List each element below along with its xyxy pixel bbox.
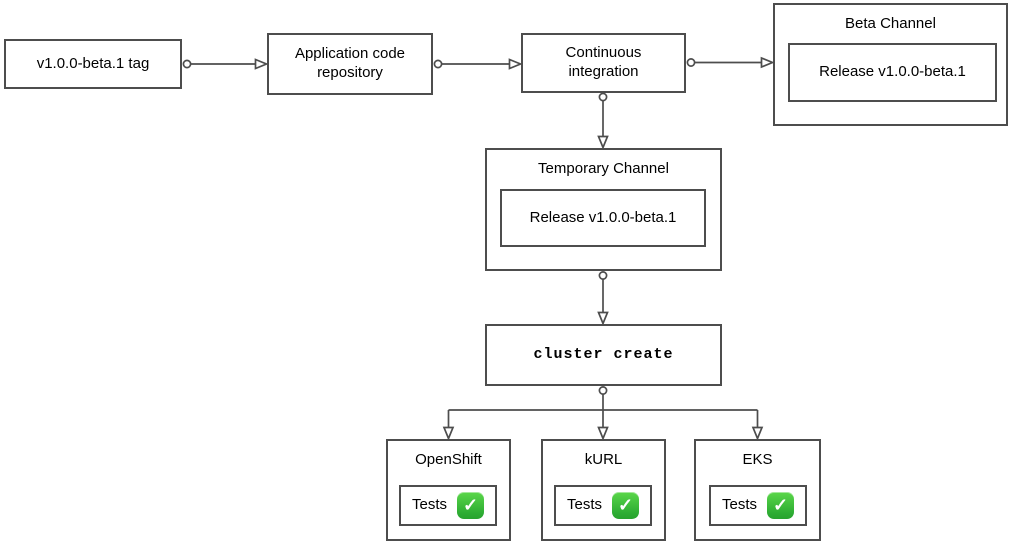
kurl-title: kURL <box>584 451 623 468</box>
beta-channel-title: Beta Channel <box>845 15 936 32</box>
check-icon: ✓ <box>612 492 639 519</box>
eks-tests-label: Tests <box>721 496 757 514</box>
check-glyph: ✓ <box>772 495 789 516</box>
cluster-create-label: cluster create <box>533 345 674 363</box>
beta-channel-release-box: Release v1.0.0-beta.1 <box>788 43 997 102</box>
version-tag-label: v1.0.0-beta.1 tag <box>36 54 150 72</box>
openshift-tests-box: Tests ✓ <box>399 485 497 526</box>
node-version-tag: v1.0.0-beta.1 tag <box>4 39 182 89</box>
kurl-tests-label: Tests <box>566 496 602 514</box>
node-platform-openshift: OpenShift Tests ✓ <box>386 439 511 541</box>
check-icon: ✓ <box>457 492 484 519</box>
temporary-channel-title: Temporary Channel <box>538 160 669 177</box>
openshift-tests-label: Tests <box>411 496 447 514</box>
node-cluster-create: cluster create <box>485 324 722 386</box>
beta-channel-release-label: Release v1.0.0-beta.1 <box>819 63 966 81</box>
application-code-repository-label: Application code repository <box>294 45 406 81</box>
eks-tests-box: Tests ✓ <box>709 485 807 526</box>
check-icon: ✓ <box>767 492 794 519</box>
kurl-tests-box: Tests ✓ <box>554 485 652 526</box>
continuous-integration-label: Continuous integration <box>565 44 642 80</box>
node-beta-channel: Beta Channel Release v1.0.0-beta.1 <box>773 3 1008 126</box>
connector-temporary-channel-to-cluster-create <box>597 271 609 326</box>
node-platform-eks: EKS Tests ✓ <box>694 439 821 541</box>
node-continuous-integration: Continuous integration <box>521 33 686 93</box>
node-platform-kurl: kURL Tests ✓ <box>541 439 666 541</box>
node-temporary-channel: Temporary Channel Release v1.0.0-beta.1 <box>485 148 722 271</box>
temporary-channel-release-label: Release v1.0.0-beta.1 <box>529 208 677 226</box>
eks-title: EKS <box>742 451 773 468</box>
connector-repo-to-ci <box>433 58 523 70</box>
connector-ci-to-temporary-channel <box>597 92 609 150</box>
openshift-title: OpenShift <box>415 451 482 468</box>
connector-cluster-create-to-platforms <box>442 386 764 441</box>
node-application-code-repository: Application code repository <box>267 33 433 95</box>
check-glyph: ✓ <box>462 495 479 516</box>
connector-ci-to-beta-channel <box>686 56 775 69</box>
connector-tag-to-repo <box>182 58 269 70</box>
check-glyph: ✓ <box>617 495 634 516</box>
temporary-channel-release-box: Release v1.0.0-beta.1 <box>500 189 706 247</box>
